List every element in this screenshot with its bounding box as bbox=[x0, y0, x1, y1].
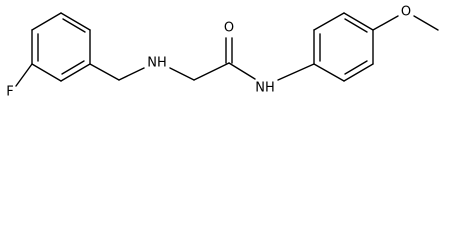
ring2-bond bbox=[343, 12, 374, 31]
ring1-bond bbox=[60, 12, 91, 31]
methoxyphenyl-ring bbox=[313, 12, 374, 82]
amide-nh-label: NH bbox=[255, 81, 275, 96]
fluorophenyl-ring bbox=[31, 12, 91, 82]
ring1-double-bond bbox=[62, 18, 86, 33]
carbonyl-nh-bond bbox=[228, 62, 256, 80]
ether-oxygen: O bbox=[401, 5, 411, 20]
nh-ring-bond bbox=[277, 63, 315, 81]
ring1-bond bbox=[31, 63, 62, 82]
ring2-bond bbox=[313, 12, 345, 31]
ch2-carbonyl-bond bbox=[193, 62, 230, 81]
structure-diagram: F NH O NH O bbox=[6, 5, 439, 100]
ring2-bond bbox=[343, 63, 374, 82]
amine-nh-label: NH bbox=[147, 56, 167, 71]
ring2-bond bbox=[313, 63, 345, 82]
fluorine-atom: F bbox=[6, 85, 13, 100]
c-f-bond bbox=[15, 63, 33, 87]
carbonyl-oxygen: O bbox=[224, 21, 234, 36]
ring2-double-bond bbox=[344, 18, 368, 33]
o-methyl-bond bbox=[413, 15, 439, 31]
ring1-bond bbox=[60, 63, 91, 82]
ring-ch2-bond bbox=[89, 63, 120, 81]
ch2-nh-bond bbox=[118, 67, 145, 81]
ring1-double-bond bbox=[61, 60, 85, 75]
nh-ch2-bond bbox=[169, 67, 195, 81]
ring2-double-bond bbox=[344, 60, 368, 75]
ring-o-bond bbox=[372, 15, 399, 31]
ring1-bond bbox=[31, 12, 62, 31]
